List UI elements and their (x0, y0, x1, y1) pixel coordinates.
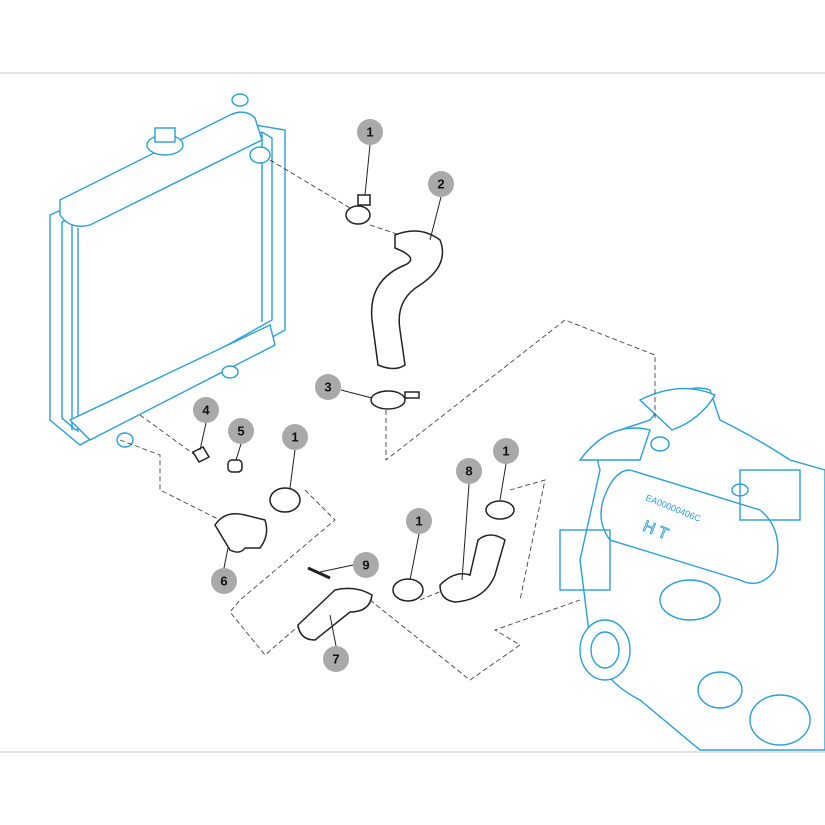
callout-9[interactable]: 9 (353, 552, 379, 578)
callout-label: 1 (366, 125, 373, 140)
clamp-upper (345, 194, 371, 225)
callout-1[interactable]: 1 (357, 119, 383, 145)
clamp-radiator-outlet (269, 487, 301, 513)
callout-1d[interactable]: 1 (493, 438, 519, 464)
clamp-engine (485, 500, 515, 520)
engine-inlet-hose (439, 534, 506, 603)
callout-label: 1 (415, 514, 422, 529)
callout-label: 7 (332, 652, 339, 667)
callout-label: 9 (362, 558, 369, 573)
callout-label: 1 (291, 430, 298, 445)
bolt (307, 566, 331, 580)
leader-lines (199, 144, 507, 647)
callout-7[interactable]: 7 (323, 646, 349, 672)
callout-1b[interactable]: 1 (282, 424, 308, 450)
callout-label: 8 (465, 464, 472, 479)
lower-elbow-hose (214, 513, 268, 553)
callout-label: 6 (220, 574, 227, 589)
radiator (49, 93, 286, 448)
callout-label: 1 (502, 444, 509, 459)
upper-hose (370, 230, 444, 370)
callout-label: 3 (324, 380, 331, 395)
callout-8[interactable]: 8 (456, 458, 482, 484)
lower-pipe (297, 587, 373, 641)
callout-label: 2 (437, 177, 444, 192)
callout-5[interactable]: 5 (228, 418, 254, 444)
callout-label: 5 (237, 424, 244, 439)
hose-clamp (370, 390, 420, 410)
callout-4[interactable]: 4 (193, 397, 219, 423)
callout-6[interactable]: 6 (211, 568, 237, 594)
top-border (0, 72, 825, 74)
drain-cap (227, 459, 243, 473)
parts (191, 194, 515, 641)
callout-2[interactable]: 2 (428, 171, 454, 197)
callout-1c[interactable]: 1 (406, 508, 432, 534)
engine: EA00000406C H T (559, 387, 825, 751)
callout-3[interactable]: 3 (315, 374, 341, 400)
drain-cock (191, 446, 211, 463)
callout-label: 4 (202, 403, 210, 418)
bottom-border (0, 751, 825, 753)
